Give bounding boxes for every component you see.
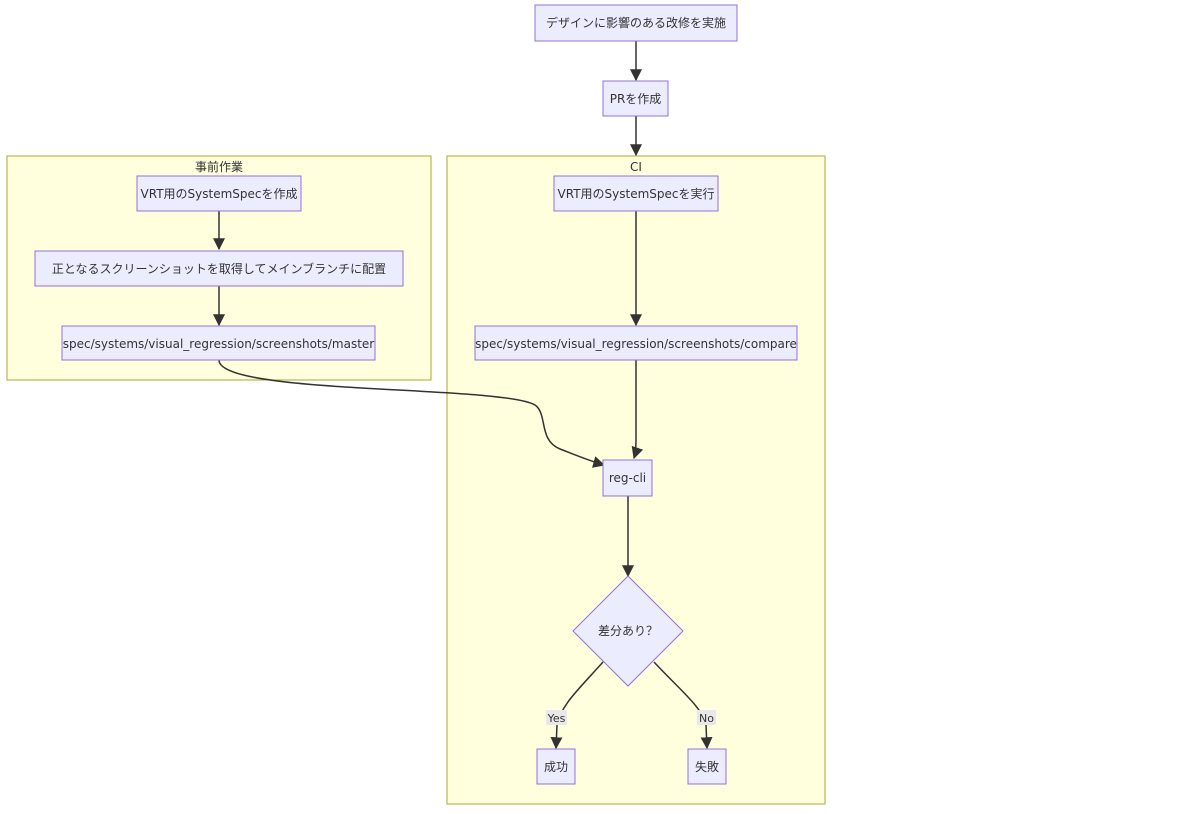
cluster-prework-label: 事前作業 [195, 159, 243, 174]
node-place-master: 正となるスクリーンショットを取得してメインブランチに配置 [34, 250, 404, 287]
node-compare-dir-label: spec/systems/visual_regression/screensho… [475, 337, 797, 351]
node-success: 成功 [536, 748, 576, 785]
node-master-dir-label: spec/systems/visual_regression/screensho… [63, 337, 375, 351]
node-master-dir: spec/systems/visual_regression/screensho… [61, 325, 376, 361]
node-reg-cli: reg-cli [602, 459, 653, 497]
node-diff-question: 差分あり？ [572, 575, 684, 687]
node-compare-dir: spec/systems/visual_regression/screensho… [474, 325, 798, 361]
node-design-change: デザインに影響のある改修を実施 [534, 4, 738, 42]
node-reg-cli-label: reg-cli [609, 471, 646, 485]
node-create-spec-label: VRT用のSystemSpecを作成 [141, 187, 298, 201]
node-create-pr-label: PRを作成 [610, 92, 662, 106]
edge-compare-dir-to-reg-cli [631, 360, 644, 460]
edge-label-yes: Yes [546, 710, 567, 725]
edge-master-dir-to-reg-cli [218, 359, 606, 468]
edge-label-no: No [697, 710, 716, 725]
node-failure: 失敗 [687, 748, 727, 785]
node-create-pr: PRを作成 [602, 80, 669, 117]
node-place-master-label: 正となるスクリーンショットを取得してメインブランチに配置 [52, 261, 386, 276]
node-create-spec: VRT用のSystemSpecを作成 [136, 175, 302, 212]
node-run-spec-label: VRT用のSystemSpecを実行 [558, 186, 715, 201]
edge-label-yes-text: Yes [547, 712, 566, 725]
node-design-change-label: デザインに影響のある改修を実施 [546, 15, 726, 30]
edge-label-no-text: No [699, 712, 714, 725]
node-diff-question-label: 差分あり？ [598, 624, 658, 638]
node-failure-label: 失敗 [695, 759, 719, 774]
node-success-label: 成功 [544, 760, 568, 774]
node-run-spec: VRT用のSystemSpecを実行 [553, 175, 719, 212]
cluster-ci-label: CI [630, 160, 642, 174]
